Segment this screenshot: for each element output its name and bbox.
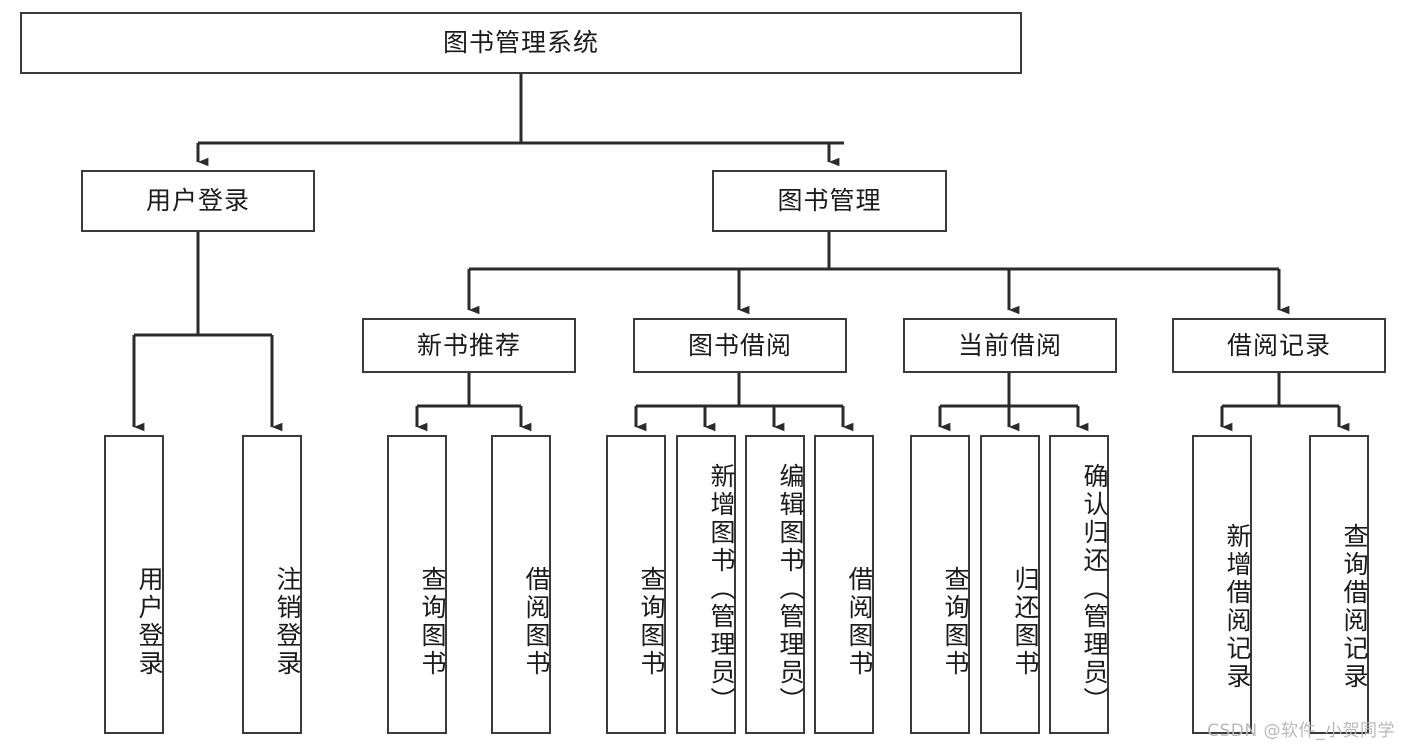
node-leaf-query-book-3-label: 查询图书 [941, 566, 970, 678]
node-leaf-confirm-return-admin-label: 确认归还（管理员） [1080, 462, 1109, 715]
node-borrow-record-label: 借阅记录 [1226, 330, 1331, 360]
node-leaf-query-borrow-record[interactable]: 查询借阅记录 [1309, 435, 1369, 734]
node-leaf-add-book-admin-label: 新增图书（管理员） [707, 462, 736, 715]
node-leaf-query-book-1[interactable]: 查询图书 [387, 435, 447, 734]
node-root-label: 图书管理系统 [442, 28, 599, 58]
node-leaf-borrow-book-1[interactable]: 借阅图书 [491, 435, 551, 734]
node-leaf-logout-login-label: 注销登录 [273, 566, 302, 678]
node-new-book-recommend-label: 新书推荐 [416, 330, 521, 360]
node-leaf-borrow-book-2[interactable]: 借阅图书 [814, 435, 874, 734]
node-book-borrow[interactable]: 图书借阅 [633, 318, 847, 373]
node-leaf-query-book-2-label: 查询图书 [637, 566, 666, 678]
node-leaf-add-book-admin[interactable]: 新增图书（管理员） [676, 435, 736, 734]
node-leaf-query-book-2[interactable]: 查询图书 [606, 435, 666, 734]
node-leaf-borrow-book-1-label: 借阅图书 [522, 566, 551, 678]
node-leaf-add-borrow-record-label: 新增借阅记录 [1223, 523, 1252, 691]
node-new-book-recommend[interactable]: 新书推荐 [362, 318, 576, 373]
node-leaf-confirm-return-admin[interactable]: 确认归还（管理员） [1049, 435, 1109, 734]
node-leaf-query-book-3[interactable]: 查询图书 [910, 435, 970, 734]
csdn-watermark: CSDN @软件_小贺同学 [1207, 721, 1395, 741]
node-current-borrow-label: 当前借阅 [957, 330, 1062, 360]
node-book-borrow-label: 图书借阅 [687, 330, 792, 360]
node-leaf-logout-login[interactable]: 注销登录 [242, 435, 302, 734]
node-leaf-add-borrow-record[interactable]: 新增借阅记录 [1192, 435, 1252, 734]
node-user-login-label: 用户登录 [145, 186, 250, 216]
node-borrow-record[interactable]: 借阅记录 [1172, 318, 1386, 373]
node-leaf-edit-book-admin[interactable]: 编辑图书（管理员） [745, 435, 805, 734]
node-leaf-query-borrow-record-label: 查询借阅记录 [1340, 523, 1369, 691]
node-leaf-user-login[interactable]: 用户登录 [104, 435, 164, 734]
node-leaf-query-book-1-label: 查询图书 [418, 566, 447, 678]
node-leaf-return-book-label: 归还图书 [1011, 566, 1040, 678]
node-leaf-edit-book-admin-label: 编辑图书（管理员） [776, 462, 805, 715]
node-leaf-borrow-book-2-label: 借阅图书 [845, 566, 874, 678]
node-current-borrow[interactable]: 当前借阅 [903, 318, 1117, 373]
node-user-login[interactable]: 用户登录 [81, 170, 315, 232]
node-leaf-user-login-label: 用户登录 [135, 566, 164, 678]
node-root[interactable]: 图书管理系统 [20, 12, 1022, 74]
node-leaf-return-book[interactable]: 归还图书 [980, 435, 1040, 734]
node-book-manage[interactable]: 图书管理 [712, 170, 947, 232]
node-book-manage-label: 图书管理 [777, 186, 882, 216]
